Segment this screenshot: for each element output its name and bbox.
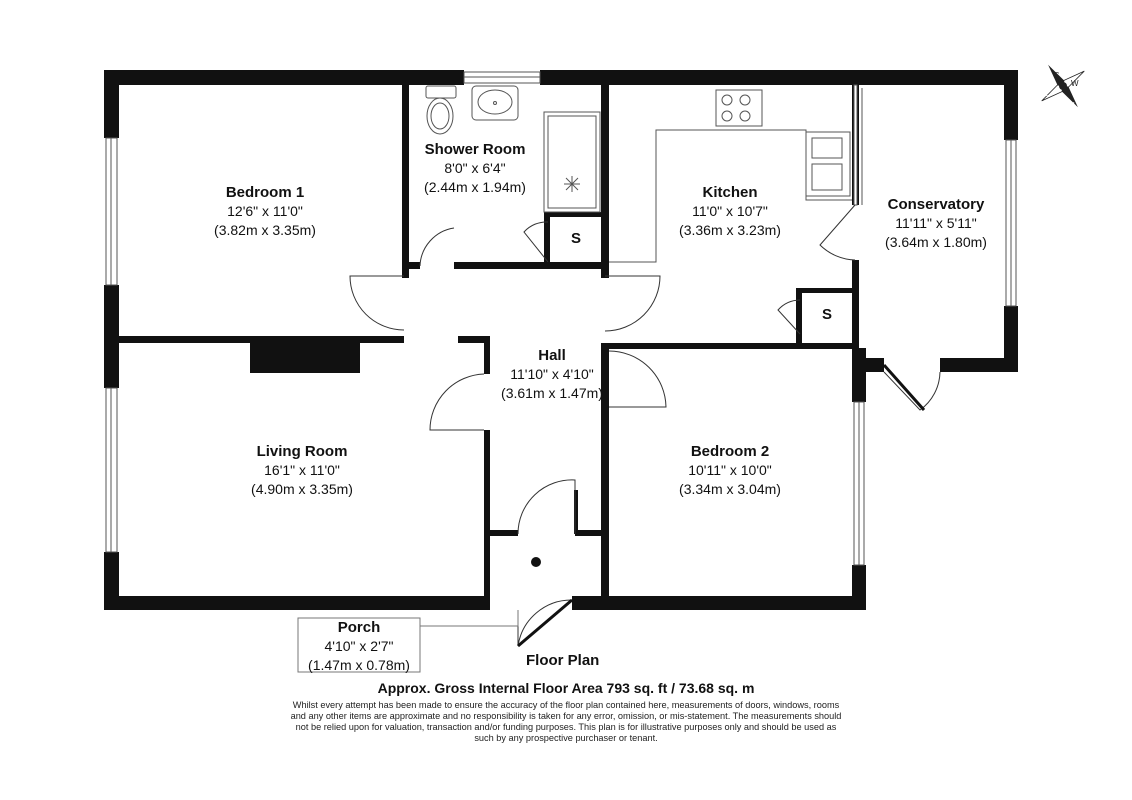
door-living: [429, 373, 485, 431]
door-external-conservatory: [883, 371, 941, 411]
wall-porch-right: [575, 530, 605, 536]
room-label-bedroom1: Bedroom 1 12'6" x 11'0" (3.82m x 3.35m): [190, 183, 340, 240]
doors: [349, 204, 941, 647]
room-metric: (3.36m x 3.23m): [679, 222, 781, 238]
room-imperial: 12'6" x 11'0": [227, 203, 303, 219]
wall-hall-living-top: [458, 336, 490, 343]
room-metric: (2.44m x 1.94m): [424, 179, 526, 195]
porch-outline: [420, 610, 519, 627]
door-kitchen: [604, 275, 661, 332]
hob: [715, 89, 763, 127]
wall-conservatory-right-lower: [1004, 306, 1018, 372]
room-label-conservatory: Conservatory 11'11" x 5'11" (3.64m x 1.8…: [866, 195, 1006, 252]
door-porch-inner: [517, 479, 576, 535]
worktop: [609, 129, 852, 263]
door-shower: [419, 227, 455, 267]
disclaimer: Whilst every attempt has been made to en…: [290, 700, 842, 743]
wall-hall-left-upper: [484, 336, 490, 374]
door-kitchen-store: [777, 299, 801, 335]
wall-top-right: [540, 70, 1018, 85]
door-shower-store: [523, 221, 549, 263]
wall-shower-right: [601, 78, 609, 278]
room-label-porch: Porch 4'10" x 2'7" (1.47m x 0.78m): [298, 618, 420, 675]
wall-conservatory-bottom: [940, 358, 1018, 372]
compass-w: W: [1071, 79, 1079, 88]
wall-hall-inner-mark: [574, 490, 578, 534]
wall-bottom-right: [572, 596, 866, 610]
room-metric: (3.61m x 1.47m): [501, 385, 603, 401]
wall-top-left: [104, 70, 464, 85]
wall-bottom-left: [104, 596, 490, 610]
compass-n: N: [1069, 101, 1075, 110]
room-name: Porch: [337, 619, 381, 636]
toilet: [425, 85, 457, 135]
room-imperial: 16'1" x 11'0": [264, 462, 340, 478]
room-name: Living Room: [256, 443, 348, 460]
wall-store-left: [544, 212, 550, 269]
kitchen-sink: [805, 131, 851, 197]
shower-tray: [543, 111, 601, 213]
wall-shower-bottom: [454, 262, 609, 269]
wall-left-upper: [104, 70, 119, 138]
room-metric: (3.82m x 3.35m): [214, 222, 316, 238]
fixtures: [425, 85, 852, 263]
compass-e: E: [1044, 89, 1049, 98]
room-metric: (3.64m x 1.80m): [885, 234, 987, 250]
door-porch-front: [517, 599, 573, 647]
wall-hall-bedroom2-top: [609, 343, 857, 349]
wall-hall-right-lower: [601, 407, 609, 610]
store-label-shower: S: [571, 230, 582, 247]
room-imperial: 4'10" x 2'7": [324, 638, 394, 654]
porch-label-box: [297, 617, 421, 673]
store-label-kitchen: S: [822, 306, 833, 323]
room-label-kitchen: Kitchen 11'0" x 10'7" (3.36m x 3.23m): [660, 183, 800, 240]
wall-bedroom1-living: [104, 336, 404, 343]
compass-s: S: [1054, 71, 1059, 80]
room-name: Hall: [538, 347, 566, 364]
window-kitchen-conservatory: [853, 84, 858, 206]
wall-porch-left: [490, 530, 518, 536]
room-label-bedroom2: Bedroom 2 10'11" x 10'0" (3.34m x 3.04m): [660, 442, 800, 499]
compass-rose: N W S E: [1041, 64, 1085, 110]
room-label-hall: Hall 11'10" x 4'10" (3.61m x 1.47m): [482, 346, 622, 403]
room-name: Shower Room: [424, 141, 526, 158]
room-label-shower: Shower Room 8'0" x 6'4" (2.44m x 1.94m): [405, 140, 545, 197]
room-metric: (3.34m x 3.04m): [679, 481, 781, 497]
plan-title: Floor Plan: [526, 652, 600, 669]
wall-store-top: [544, 212, 609, 217]
wall-kitchen-conservatory-lower: [852, 260, 859, 355]
room-metric: (4.90m x 3.35m): [251, 481, 353, 497]
porch-light: [531, 557, 541, 567]
room-name: Conservatory: [887, 196, 985, 213]
room-metric: (1.47m x 0.78m): [308, 657, 410, 673]
fireplace: [250, 343, 360, 373]
room-name: Bedroom 1: [225, 184, 305, 201]
wall-conservatory-right-upper: [1004, 70, 1018, 140]
wall-shower-bottom-left: [402, 262, 420, 269]
wall-kitchen-store-top: [796, 288, 856, 293]
room-imperial: 11'0" x 10'7": [692, 203, 768, 219]
wall-left-lower: [104, 552, 119, 610]
door-conservatory: [819, 204, 856, 261]
wall-shower-left: [402, 78, 409, 278]
wall-hall-left-lower: [484, 430, 490, 610]
room-name: Kitchen: [702, 184, 758, 201]
floor-area: Approx. Gross Internal Floor Area 793 sq…: [377, 680, 755, 696]
room-name: Bedroom 2: [690, 443, 770, 460]
wall-kitchen-store-left: [796, 290, 802, 348]
room-imperial: 10'11" x 10'0": [688, 462, 772, 478]
door-bedroom2: [608, 350, 667, 408]
wall-bedroom2-right-upper: [852, 348, 866, 402]
room-imperial: 8'0" x 6'4": [444, 160, 506, 176]
wall-hall-right-upper: [601, 343, 609, 407]
room-imperial: 11'10" x 4'10": [510, 366, 594, 382]
basin: [471, 85, 519, 121]
wall-bedroom2-right-lower: [852, 565, 866, 610]
door-bedroom1: [349, 275, 405, 331]
room-label-living: Living Room 16'1" x 11'0" (4.90m x 3.35m…: [222, 442, 382, 499]
room-imperial: 11'11" x 5'11": [895, 215, 977, 231]
wall-conservatory-bottom-left: [852, 358, 884, 372]
